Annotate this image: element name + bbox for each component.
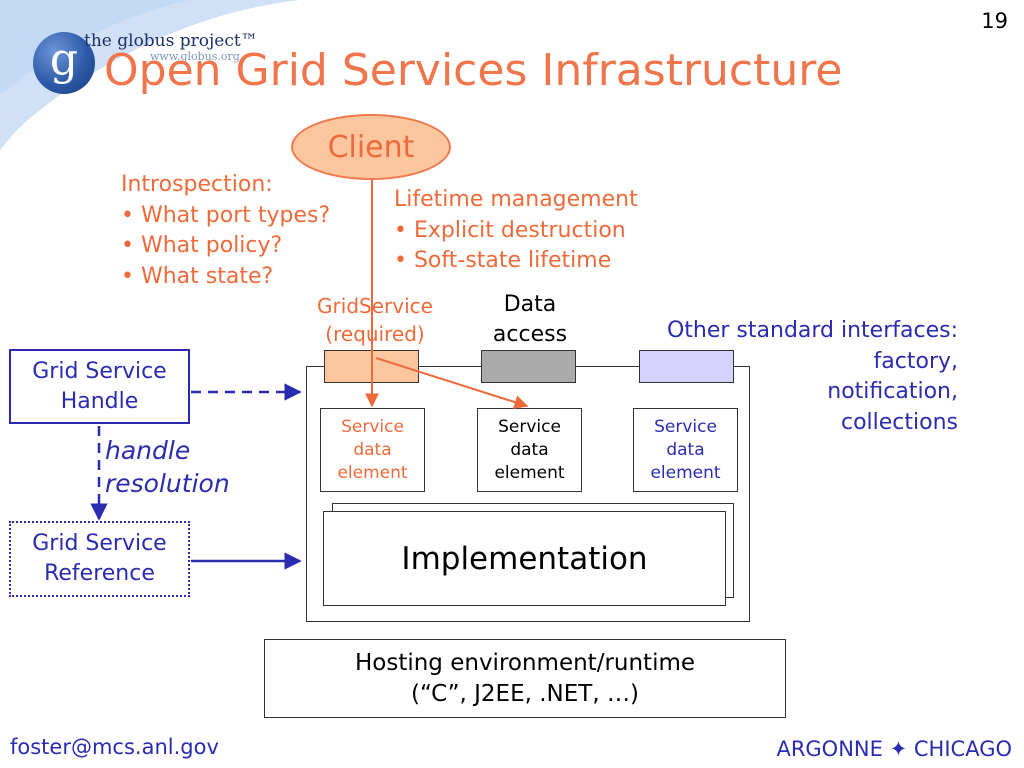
globus-logo-icon: g — [33, 32, 95, 94]
gridservice-port-label-line: (required) — [325, 322, 425, 346]
client-label: Client — [327, 129, 415, 165]
hosting-line: Hosting environment/runtime — [354, 649, 696, 676]
service-data-element-2: Service data element — [477, 408, 582, 492]
sde-line: element — [337, 462, 408, 483]
data-access-port — [481, 350, 576, 383]
footer-org-right: CHICAGO — [913, 737, 1012, 761]
gsh-line: Grid Service — [32, 358, 167, 384]
grid-service-handle: Grid Service Handle — [9, 349, 190, 424]
gridservice-port — [324, 350, 419, 383]
other-interfaces-label: Other standard interfaces: factory, noti… — [667, 316, 958, 438]
sde-line: Service — [341, 416, 404, 437]
gridservice-port-label: GridService (required) — [302, 292, 448, 348]
logo-url: www.globus.org — [150, 50, 240, 63]
handle-resolution-label: handle resolution — [105, 434, 230, 500]
sde-line: element — [494, 462, 565, 483]
handle-resolution-line: resolution — [105, 469, 230, 498]
gsh-line: Handle — [60, 388, 139, 414]
service-data-element-1: Service data element — [320, 408, 425, 492]
introspection-item: • What state? — [121, 263, 274, 289]
star-icon: ✦ — [889, 737, 908, 761]
sde-line: data — [353, 439, 392, 460]
gridservice-port-label-line: GridService — [317, 294, 433, 318]
hosting-environment-box: Hosting environment/runtime (“C”, J2EE, … — [264, 639, 786, 718]
sde-line: Service — [654, 416, 717, 437]
handle-resolution-line: handle — [105, 436, 191, 465]
data-access-port-label-line: access — [492, 322, 568, 347]
other-interfaces-label-line: Other standard interfaces: — [666, 318, 958, 343]
implementation-label: Implementation — [401, 540, 648, 577]
introspection-item: • What policy? — [121, 233, 283, 258]
data-access-port-label: Data access — [474, 290, 586, 350]
logo-name: the globus project™ — [84, 31, 258, 51]
client-node: Client — [291, 114, 451, 180]
gsr-line: Grid Service — [32, 531, 167, 556]
introspection-heading: Introspection: — [121, 172, 273, 197]
grid-service-reference: Grid Service Reference — [9, 521, 190, 597]
footer-email: foster@mcs.anl.gov — [10, 735, 219, 759]
sde-line: element — [650, 462, 721, 483]
other-interfaces-label-line: factory, — [873, 348, 958, 374]
slide-number: 19 — [981, 9, 1008, 33]
introspection-item: • What port types? — [121, 202, 331, 228]
lifetime-item: • Explicit destruction — [394, 217, 626, 243]
sde-line: data — [666, 439, 705, 460]
gsr-line: Reference — [44, 561, 155, 586]
sde-line: Service — [498, 416, 561, 437]
other-interfaces-port — [639, 350, 734, 383]
service-data-element-3: Service data element — [633, 408, 738, 492]
slide-title: Open Grid Services Infrastructure — [104, 45, 843, 96]
implementation-box: Implementation — [323, 511, 726, 606]
introspection-block: Introspection: • What port types? • What… — [121, 170, 330, 292]
other-interfaces-label-line: notification, — [827, 379, 958, 404]
sde-line: data — [510, 439, 549, 460]
lifetime-block: Lifetime management • Explicit destructi… — [394, 185, 638, 277]
other-interfaces-label-line: collections — [840, 409, 958, 435]
lifetime-item: • Soft-state lifetime — [394, 248, 612, 273]
data-access-port-label-line: Data — [503, 292, 557, 317]
lifetime-heading: Lifetime management — [394, 187, 638, 212]
footer-org-left: ARGONNE — [776, 737, 883, 761]
hosting-line: (“C”, J2EE, .NET, …) — [411, 680, 639, 707]
footer-org: ARGONNE ✦ CHICAGO — [776, 737, 1012, 761]
